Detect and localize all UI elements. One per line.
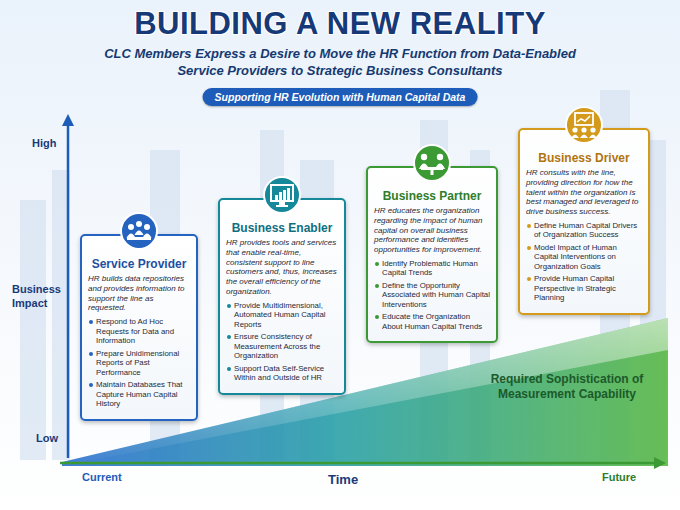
icon-glyph [419,154,445,175]
axis-title: Business Impact [12,282,64,311]
stage-card: Service Provider HR builds data repositor… [80,234,198,421]
axis-label: Future [602,471,636,483]
stage-icon [262,175,302,215]
axis-label: Current [82,471,122,483]
stage-card: Business Driver HR consults with the line… [518,128,650,315]
bullet-item: Prepare Unidimensional Reports of Past P… [88,349,190,378]
ramp-label: Required Sophistication of Measurement C… [482,372,652,402]
stage-description: HR educates the organization regarding t… [374,206,490,255]
stage-icon [564,105,604,145]
icon-disc [566,107,602,143]
stage-description: HR builds data repositories and provides… [88,274,190,313]
axis-title: Time [328,472,358,487]
bullet-item: Define Human Capital Drivers of Organiza… [526,221,642,240]
stage-description: HR provides tools and services that enab… [226,238,338,297]
y-axis [67,120,70,458]
icon-glyph [571,113,597,138]
stage-icon [119,211,159,251]
banner-pill: Supporting HR Evolution with Human Capit… [203,88,478,106]
icon-disc [414,145,450,181]
stage-icon [412,143,452,183]
stage-card: Business Partner HR educates the organiza… [366,166,498,343]
bullet-item: Provide Multidimensional, Automated Huma… [226,301,338,330]
stage-heading: Business Partner [374,189,490,203]
stage-heading: Business Driver [526,151,642,165]
icon-disc [121,213,157,249]
bullet-item: Maintain Databases That Capture Human Ca… [88,380,190,409]
bullet-item: Model Impact of Human Capital Interventi… [526,243,642,272]
icon-glyph [271,185,293,207]
icon-glyph [127,221,152,240]
axis-label: High [32,137,56,149]
stage-card: Business Enabler HR provides tools and se… [218,198,346,395]
axis-label: Low [36,432,58,444]
bullet-item: Educate the Organization About Human Cap… [374,312,490,331]
stage-heading: Service Provider [88,257,190,271]
bullet-item: Respond to Ad Hoc Requests for Data and … [88,317,190,346]
main-title: BUILDING A NEW REALITY [0,6,680,42]
stage-heading: Business Enabler [226,221,338,235]
bullet-item: Support Data Self-Service Within and Out… [226,364,338,383]
icon-disc [264,177,300,213]
subtitle: CLC Members Express a Desire to Move the… [90,46,590,80]
stage-description: HR consults with the line, providing dir… [526,168,642,217]
bullet-item: Ensure Consistency of Measurement Across… [226,332,338,361]
bullet-item: Identify Problematic Human Capital Trend… [374,259,490,278]
x-axis [60,462,660,465]
bullet-item: Provide Human Capital Perspective in Str… [526,274,642,303]
bullet-item: Define the Opportunity Associated with H… [374,281,490,310]
